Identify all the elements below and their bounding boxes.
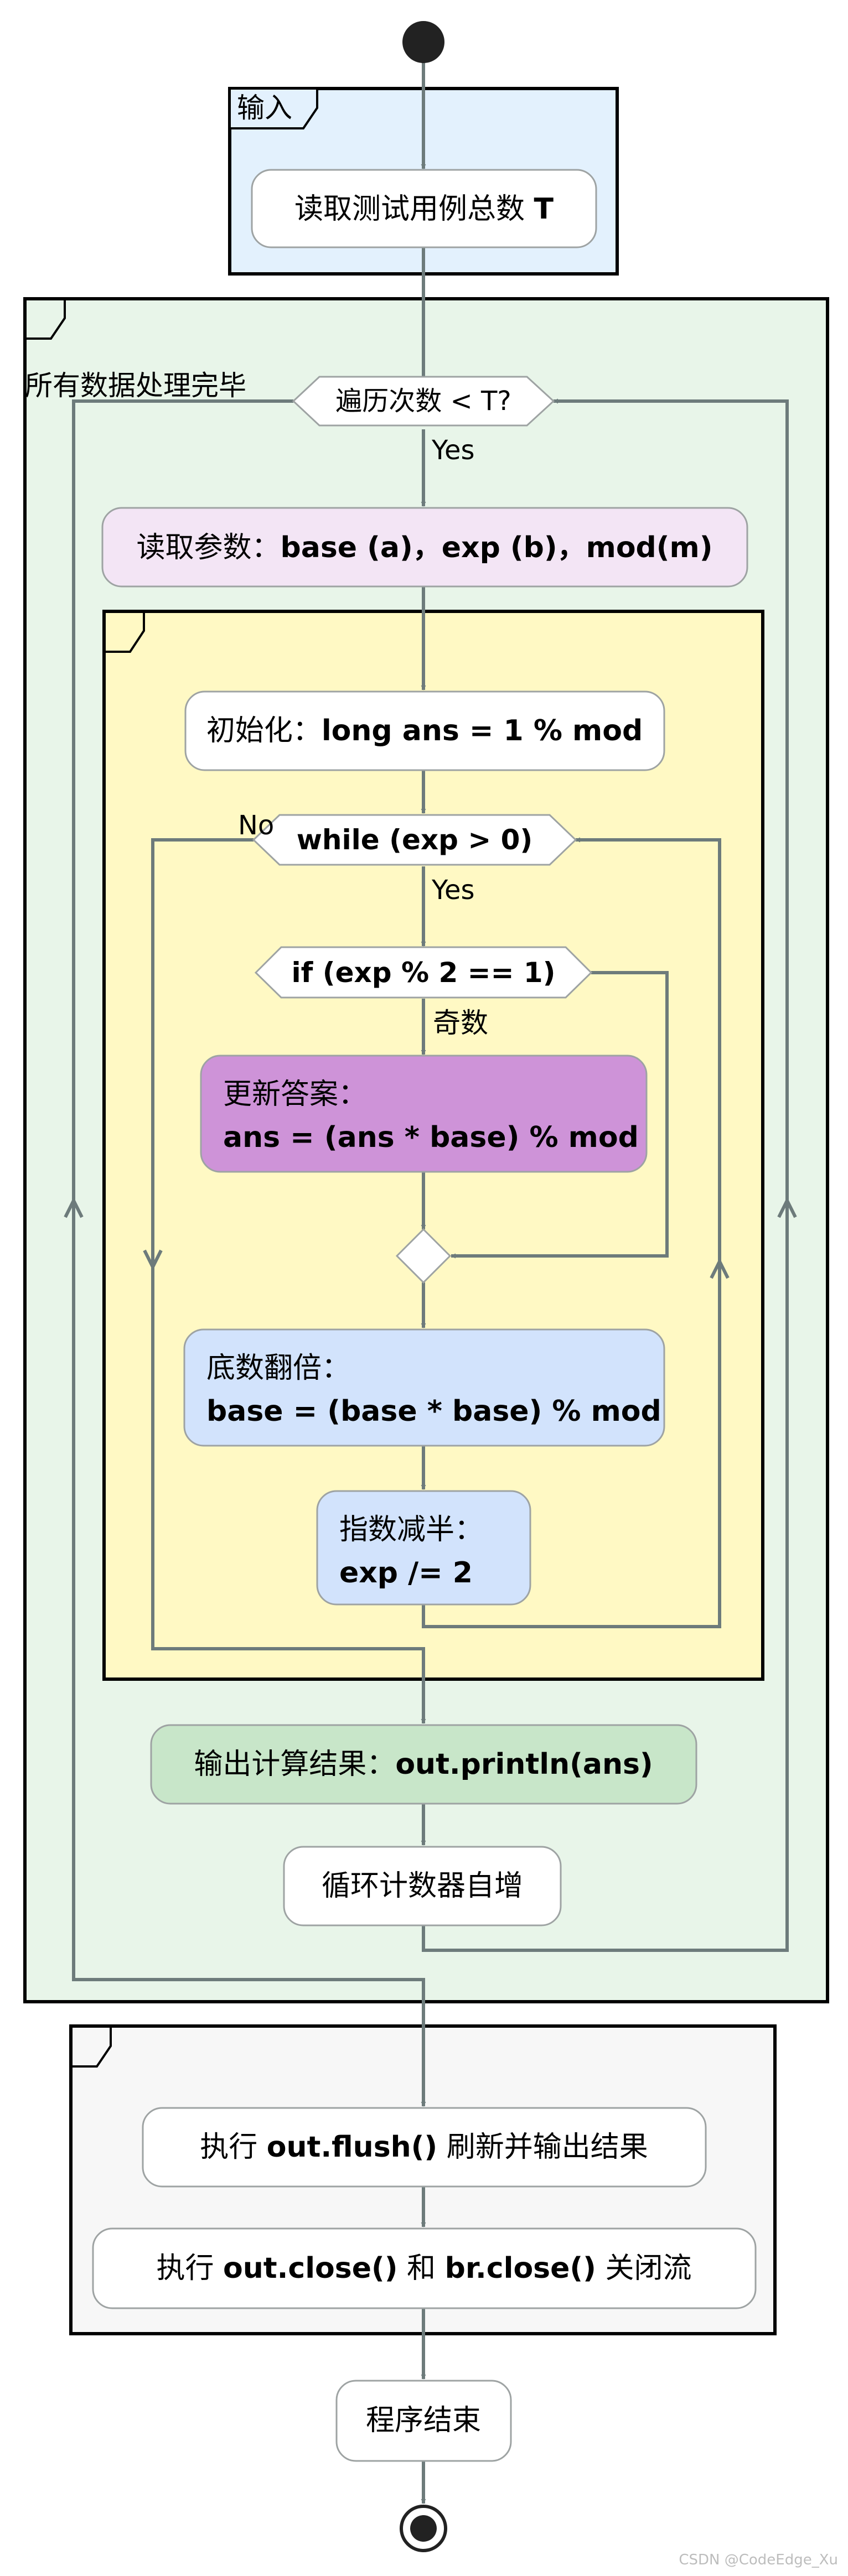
output-node: 输出计算结果：out.println(ans) [150,1724,697,1805]
svg-text:读取参数：base (a)，exp (b)，mod(m): 读取参数：base (a)，exp (b)，mod(m) [136,531,712,564]
close-node: 执行 out.close() 和 br.close() 关闭流 [92,2227,757,2309]
watermark: CSDN @CodeEdge_Xu [679,2552,838,2568]
svg-text:ans = (ans * base) % mod: ans = (ans * base) % mod [223,1121,639,1154]
svg-text:while (exp > 0): while (exp > 0) [297,824,533,856]
start-node [402,21,444,63]
svg-text:更新答案：: 更新答案： [223,1078,367,1111]
svg-text:程序结束: 程序结束 [366,2404,481,2437]
double-base-node: 底数翻倍： base = (base * base) % mod [183,1328,665,1447]
init-node: 初始化：long ans = 1 % mod [184,690,665,771]
svg-text:exp /= 2: exp /= 2 [339,1556,473,1590]
svg-text:执行 out.close() 和 br.close() 关闭: 执行 out.close() 和 br.close() 关闭流 [157,2252,692,2285]
read-total-node: 读取测试用例总数 T [251,169,597,248]
if-decision: if (exp % 2 == 1) [254,946,593,999]
svg-text:底数翻倍：: 底数翻倍： [206,1352,350,1385]
while-decision: while (exp > 0) [252,814,577,866]
svg-text:遍历次数 < T?: 遍历次数 < T? [335,386,511,417]
connectors [72,62,789,2504]
svg-text:if (exp % 2 == 1): if (exp % 2 == 1) [291,957,555,989]
while-yes-label: Yes [431,875,474,906]
read-params-node: 读取参数：base (a)，exp (b)，mod(m) [101,507,748,588]
svg-text:读取测试用例总数 T: 读取测试用例总数 T [294,193,554,226]
svg-text:base = (base * base) % mod: base = (base * base) % mod [206,1395,661,1428]
if-odd-label: 奇数 [433,1007,488,1039]
while-no-label: No [238,810,274,841]
svg-text:执行 out.flush() 刷新并输出结果: 执行 out.flush() 刷新并输出结果 [200,2131,648,2164]
svg-text:初始化：long ans = 1 % mod: 初始化：long ans = 1 % mod [206,714,643,747]
counter-node: 循环计数器自增 [283,1846,562,1926]
merge-diamond [395,1228,452,1284]
direction-chevrons [64,1197,797,1279]
end-node [400,2505,447,2552]
svg-text:指数减半：: 指数减半： [339,1513,483,1546]
input-group-label: 输入 [237,92,292,124]
loop-exit-label: 所有数据处理完毕 [25,370,246,402]
loop-decision: 遍历次数 < T? [292,376,555,427]
svg-text:输出计算结果：out.println(ans): 输出计算结果：out.println(ans) [194,1748,653,1781]
program-end-node: 程序结束 [335,2380,512,2462]
loop-yes-label: Yes [431,435,474,466]
svg-text:循环计数器自增: 循环计数器自增 [322,1869,523,1903]
update-answer-node: 更新答案： ans = (ans * base) % mod [200,1055,648,1173]
flush-node: 执行 out.flush() 刷新并输出结果 [142,2107,707,2188]
halve-exp-node: 指数减半： exp /= 2 [316,1490,531,1606]
